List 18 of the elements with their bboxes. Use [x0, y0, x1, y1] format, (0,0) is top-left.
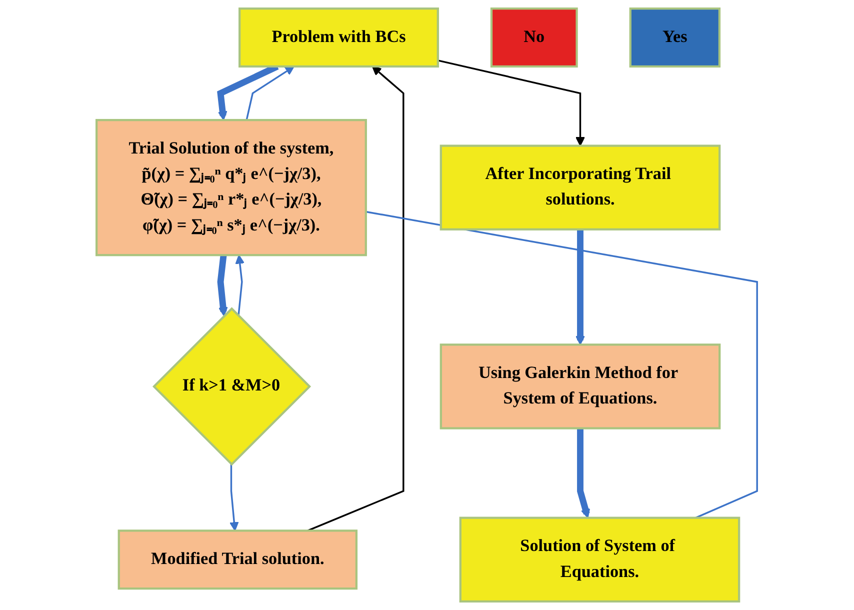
node-box: No [490, 8, 578, 68]
arrow [246, 66, 295, 120]
arrow [217, 254, 228, 316]
node-box: Solution of System of Equations. [459, 516, 740, 602]
arrow [307, 66, 404, 532]
node-box: Modified Trial solution. [118, 530, 358, 590]
arrow [230, 464, 239, 532]
node-diamond: If k>1 &M>0 [152, 307, 312, 466]
arrow [576, 229, 586, 346]
node-box: Yes [629, 8, 721, 68]
node-box: Trial Solution of the system, p̃(χ) = ∑ⱼ₌₀ⁿ q*ⱼ e^(−jχ/3), Θ̃(χ) = ∑ⱼ₌₀ⁿ r*ⱼ e^(−jχ/3), φ̃(χ) = ∑ⱼ₌₀ⁿ s*ⱼ e^(−jχ/3). [96, 118, 368, 256]
node-box: Problem with BCs [238, 8, 440, 68]
node-box: Using Galerkin Method for System of Equations. [440, 344, 721, 430]
node-box: After Incorporating Trail solutions. [440, 144, 721, 230]
connector [366, 210, 758, 519]
arrow [577, 428, 590, 518]
arrow [235, 254, 245, 316]
arrow [438, 60, 586, 146]
